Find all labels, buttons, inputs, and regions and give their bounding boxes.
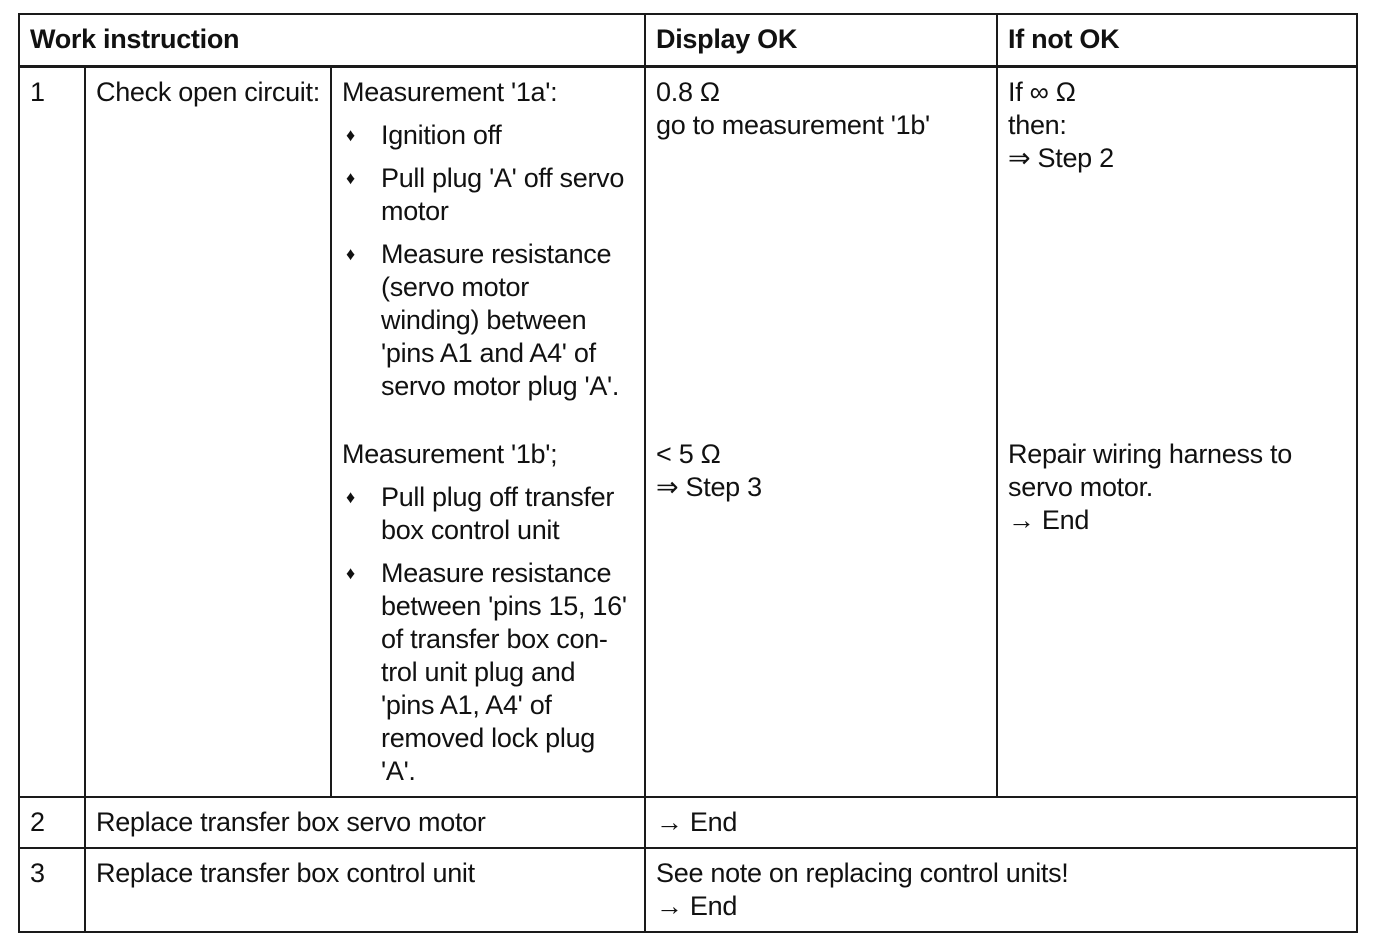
display-ok-1a: 0.8 Ω go to measurement '1b' <box>656 76 986 438</box>
header-display-ok: Display OK <box>644 13 999 68</box>
if-not-ok-1a: If ∞ Ω then: ⇒ Step 2 <box>1008 76 1346 438</box>
diamond-bullet-icon: ♦ <box>346 125 355 145</box>
measurement-1a-title: Measurement '1a': <box>342 77 558 107</box>
if-not-ok-1b-line: → End <box>1008 505 1090 535</box>
if-not-ok-1a-line: If ∞ Ω <box>1008 77 1076 107</box>
diamond-bullet-icon: ♦ <box>346 244 355 264</box>
list-item-text: Pull plug off transfer box control unit <box>381 482 615 545</box>
measurement-1b-steps: ♦ Pull plug off transfer box control unit… <box>342 481 634 788</box>
if-not-ok-cell: If ∞ Ω then: ⇒ Step 2 Repair wiring harn… <box>996 65 1359 798</box>
work-instruction-table-wrapper: Work instruction Display OK If not OK 1 … <box>17 13 1359 933</box>
display-ok-1b-line: < 5 Ω <box>656 439 721 469</box>
list-item: ♦ Ignition off <box>342 119 634 152</box>
step-number: 2 <box>18 796 86 849</box>
diamond-bullet-icon: ♦ <box>346 487 355 507</box>
display-ok-1b-line: ⇒ Step 3 <box>656 472 762 502</box>
list-item: ♦ Pull plug off transfer box control unit <box>342 481 634 547</box>
if-not-ok-1a-line: then: <box>1008 110 1067 140</box>
display-ok-1a-line: 0.8 Ω <box>656 77 720 107</box>
diamond-bullet-icon: ♦ <box>346 563 355 583</box>
if-not-ok-1b-line: Repair wiring harness to servo motor. <box>1008 439 1292 502</box>
table-row-step-3: 3 Replace transfer box control unit See … <box>18 847 1359 933</box>
header-work-instruction: Work instruction <box>17 13 647 68</box>
header-if-not-ok: If not OK <box>996 13 1359 68</box>
result-cell: See note on replacing control units! → E… <box>644 847 1359 933</box>
list-item-text: Measure resistance between 'pins 15, 16'… <box>381 558 627 786</box>
list-item-text: Measure resistance (servo motor winding)… <box>381 239 620 401</box>
if-not-ok-1b: Repair wiring harness to servo motor. → … <box>1008 438 1346 537</box>
task-text: Replace transfer box control unit <box>83 847 647 933</box>
list-item: ♦ Measure resistance between 'pins 15, 16… <box>342 557 634 788</box>
display-ok-cell: 0.8 Ω go to measurement '1b' < 5 Ω ⇒ Ste… <box>644 65 999 798</box>
list-item: ♦ Pull plug 'A' off servo motor <box>342 162 634 228</box>
result-line: → End <box>656 891 738 921</box>
step-number: 3 <box>18 847 86 933</box>
work-instruction-table: Work instruction Display OK If not OK 1 … <box>17 13 1359 933</box>
step-number: 1 <box>18 65 86 798</box>
list-item-text: Ignition off <box>381 120 502 150</box>
list-item: ♦ Measure resistance (servo motor winding… <box>342 238 634 403</box>
result-line: See note on replacing control units! <box>656 858 1069 888</box>
measurement-1b: Measurement '1b'; ♦ Pull plug off transfe… <box>342 438 634 788</box>
list-item-text: Pull plug 'A' off servo motor <box>381 163 625 226</box>
diamond-bullet-icon: ♦ <box>346 168 355 188</box>
if-not-ok-1a-line: ⇒ Step 2 <box>1008 143 1114 173</box>
result-text: → End <box>644 796 1359 849</box>
display-ok-1a-line: go to measurement '1b' <box>656 110 930 140</box>
header-row: Work instruction Display OK If not OK <box>17 13 1359 68</box>
task-text: Replace transfer box servo motor <box>83 796 647 849</box>
table-row-step-1: 1 Check open circuit: Measurement '1a': … <box>18 65 1359 798</box>
measurement-1b-title: Measurement '1b'; <box>342 439 558 469</box>
table-row-step-2: 2 Replace transfer box servo motor → End <box>18 796 1359 849</box>
measurement-cell: Measurement '1a': ♦ Ignition off ♦ Pull pl… <box>329 65 647 798</box>
display-ok-1b: < 5 Ω ⇒ Step 3 <box>656 438 986 504</box>
measurement-1a: Measurement '1a': ♦ Ignition off ♦ Pull pl… <box>342 76 634 438</box>
measurement-1a-steps: ♦ Ignition off ♦ Pull plug 'A' off servo m… <box>342 119 634 403</box>
task-text: Check open circuit: <box>84 65 332 798</box>
